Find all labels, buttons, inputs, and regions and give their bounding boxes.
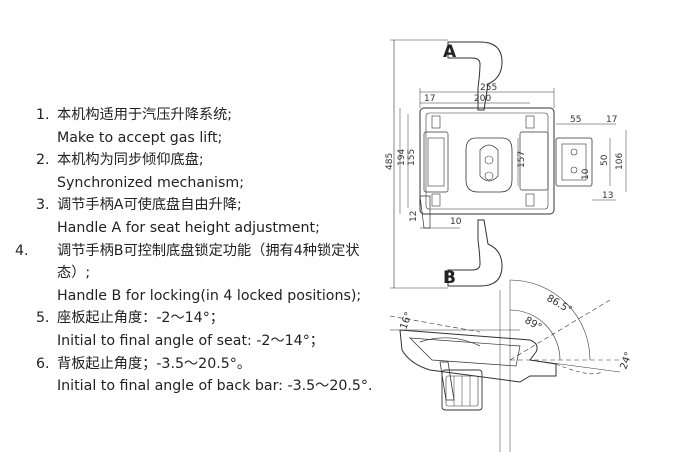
dim-17-left: 17 xyxy=(424,94,435,104)
dim-10-bottom: 10 xyxy=(450,217,462,227)
dim-485: 485 xyxy=(385,153,395,170)
dim-155: 155 xyxy=(407,149,417,166)
dim-10-right: 10 xyxy=(581,168,591,180)
spec-english-text: Synchronized mechanism; xyxy=(57,174,244,191)
spec-item-6: 6. 背板起止角度；-3.5～20.5°。 Initial to final an… xyxy=(36,353,381,398)
spec-english-text: Handle B for locking(in 4 locked positio… xyxy=(57,287,362,304)
handle-a-label: A xyxy=(443,42,457,62)
spec-number: 4. xyxy=(15,242,29,259)
spec-number: 3. xyxy=(36,197,50,214)
angle-24: 24° xyxy=(618,351,634,371)
spec-number: 5. xyxy=(36,310,50,327)
spec-english-text: Handle A for seat height adjustment; xyxy=(57,219,320,236)
spec-number: 1. xyxy=(36,107,50,123)
base-plate xyxy=(419,107,555,215)
spec-item-1: 1. 本机构适用于汽压升降系统; Make to accept gas lift; xyxy=(36,104,381,149)
spec-number: 2. xyxy=(36,152,50,169)
handle-b-label: B xyxy=(443,268,456,288)
dim-157: 157 xyxy=(517,151,527,168)
side-view-drawing xyxy=(389,279,621,452)
spec-english-text: Make to accept gas lift; xyxy=(57,129,223,146)
top-view-drawing xyxy=(390,39,627,289)
dim-17-right: 17 xyxy=(606,115,617,125)
dim-12: 12 xyxy=(409,211,419,222)
spec-item-2: 2. 本机构为同步倾仰底盘; Synchronized mechanism; xyxy=(36,149,381,194)
spec-chinese-text: 本机构适用于汽压升降系统; xyxy=(57,107,233,123)
dim-106: 106 xyxy=(615,153,625,170)
spec-chinese-text: 座板起止角度：-2～14°； xyxy=(57,310,224,327)
angle-89: 89° xyxy=(523,315,544,333)
spec-item-5: 5. 座板起止角度：-2～14°； Initial to final angle … xyxy=(36,307,381,352)
angle-16: 16° xyxy=(398,311,414,331)
mechanism-body xyxy=(399,329,557,383)
technical-drawings: A B 255 200 17 485 194 155 157 12 10 55 … xyxy=(385,39,635,452)
spec-english-text: Initial to final angle of seat: -2～14°； xyxy=(57,332,324,349)
spec-item-3: 3. 调节手柄A可使底盘自由升降; Handle A for seat heigh… xyxy=(36,194,381,239)
spec-number: 6. xyxy=(36,355,50,372)
dim-13: 13 xyxy=(602,191,613,201)
spec-chinese-text: 调节手柄A可使底盘自由升降; xyxy=(57,197,242,214)
spec-chinese-text: 背板起止角度；-3.5～20.5°。 xyxy=(57,355,252,372)
dim-50: 50 xyxy=(600,154,610,166)
specification-list: 1. 本机构适用于汽压升降系统; Make to accept gas lift;… xyxy=(15,104,381,398)
dim-255: 255 xyxy=(480,83,497,93)
spec-item-4: 4. 调节手柄B可控制底盘锁定功能（拥有4种锁定状态）; Handle B for… xyxy=(15,240,381,308)
dim-194: 194 xyxy=(397,149,407,166)
handle-b-shape xyxy=(447,219,503,287)
spec-chinese-text: 调节手柄B可控制底盘锁定功能（拥有4种锁定状态）; xyxy=(57,242,360,282)
spec-english-text: Initial to final angle of back bar: -3.5… xyxy=(57,378,373,395)
spec-chinese-text: 本机构为同步倾仰底盘; xyxy=(57,152,204,169)
dim-200: 200 xyxy=(474,94,491,104)
handle-a-shape xyxy=(447,41,503,111)
dim-55: 55 xyxy=(570,115,581,125)
